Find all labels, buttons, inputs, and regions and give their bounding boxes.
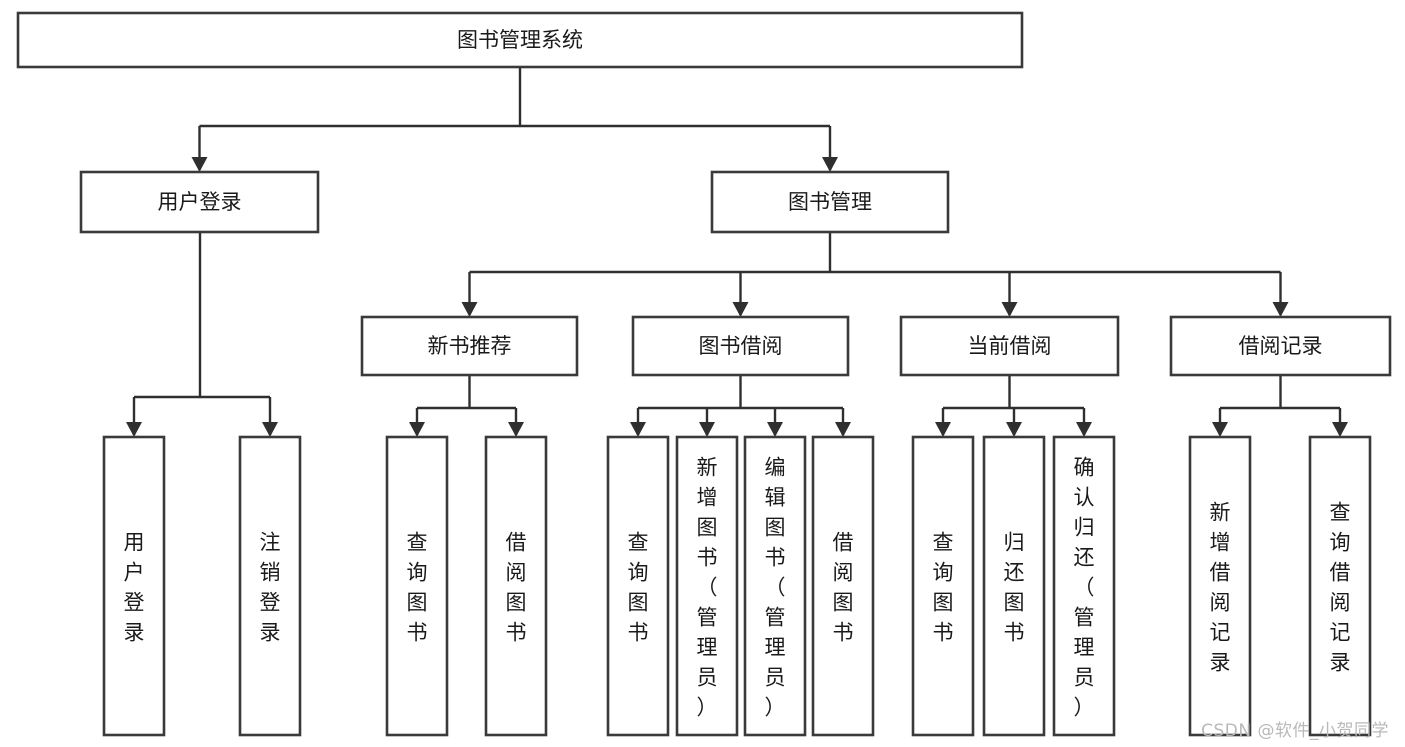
arrow-down-icon — [1001, 302, 1018, 317]
node-leaf-user-login-box — [102, 435, 166, 737]
node-leaf-add-borrow-record-label: 新增借阅记录 — [1210, 500, 1231, 674]
node-book-borrow-label: 图书借阅 — [699, 334, 783, 358]
node-borrow-record-box — [1169, 315, 1392, 377]
node-leaf-add-book-admin-label: 新增图书（管理员） — [697, 455, 718, 719]
node-current-borrow-label: 当前借阅 — [968, 334, 1052, 358]
arrow-down-icon — [822, 157, 838, 172]
node-leaf-borrow-book-label: 借阅图书 — [833, 530, 854, 644]
node-leaf-query-book-rec[interactable]: 查询图书 — [385, 435, 449, 737]
node-leaf-user-login[interactable]: 用户登录 — [102, 435, 166, 737]
node-leaf-confirm-return-admin-box — [1052, 435, 1116, 737]
node-book-manage[interactable]: 图书管理 — [710, 170, 950, 234]
node-leaf-return-book-box — [982, 435, 1046, 737]
node-borrow-record[interactable]: 借阅记录 — [1169, 315, 1392, 377]
node-leaf-add-borrow-record-box — [1188, 435, 1252, 737]
node-leaf-edit-book-admin-box — [743, 435, 807, 737]
node-leaf-return-book-label: 归还图书 — [1004, 530, 1025, 644]
node-leaf-query-book-rec-box — [385, 435, 449, 737]
node-leaf-query-book-borrow-label: 查询图书 — [628, 530, 649, 644]
node-leaf-borrow-book-rec-box — [484, 435, 548, 737]
arrow-down-icon — [1212, 422, 1228, 437]
connectors-layer — [126, 67, 1348, 437]
node-leaf-query-borrow-record-box — [1308, 435, 1372, 737]
node-leaf-logout[interactable]: 注销登录 — [238, 435, 302, 737]
node-leaf-logout-label: 注销登录 — [260, 530, 281, 644]
node-leaf-add-book-admin-box — [675, 435, 739, 737]
node-leaf-query-book-current[interactable]: 查询图书 — [911, 435, 975, 737]
node-root[interactable]: 图书管理系统 — [16, 11, 1024, 69]
node-leaf-query-book-borrow-box — [606, 435, 670, 737]
node-leaf-query-borrow-record[interactable]: 查询借阅记录 — [1308, 435, 1372, 737]
arrow-down-icon — [630, 422, 646, 437]
node-root-label: 图书管理系统 — [457, 28, 583, 52]
node-leaf-add-borrow-record[interactable]: 新增借阅记录 — [1188, 435, 1252, 737]
node-leaf-user-login-label: 用户登录 — [124, 530, 145, 644]
arrow-down-icon — [767, 422, 783, 437]
node-leaf-confirm-return-admin-label: 确认归还（管理员） — [1074, 455, 1095, 719]
node-leaf-query-book-rec-label: 查询图书 — [407, 530, 428, 644]
arrow-down-icon — [409, 422, 425, 437]
node-leaf-query-book-current-label: 查询图书 — [933, 530, 954, 644]
node-user-login-box — [79, 170, 320, 234]
arrow-down-icon — [835, 422, 851, 437]
node-leaf-borrow-book-box — [811, 435, 875, 737]
node-new-book-recommend-label: 新书推荐 — [428, 334, 512, 358]
arrow-down-icon — [262, 422, 278, 437]
node-current-borrow[interactable]: 当前借阅 — [899, 315, 1120, 377]
node-leaf-borrow-book-rec-label: 借阅图书 — [506, 530, 527, 644]
arrow-down-icon — [1272, 302, 1289, 317]
node-leaf-add-book-admin[interactable]: 新增图书（管理员） — [675, 435, 739, 737]
node-book-borrow-box — [631, 315, 850, 377]
node-leaf-edit-book-admin[interactable]: 编辑图书（管理员） — [743, 435, 807, 737]
node-leaf-edit-book-admin-label: 编辑图书（管理员） — [765, 455, 786, 719]
node-borrow-record-label: 借阅记录 — [1239, 334, 1323, 358]
arrow-down-icon — [461, 302, 478, 317]
node-leaf-query-borrow-record-label: 查询借阅记录 — [1330, 500, 1351, 674]
arrow-down-icon — [126, 422, 142, 437]
node-leaf-borrow-book-rec[interactable]: 借阅图书 — [484, 435, 548, 737]
node-leaf-query-book-current-box — [911, 435, 975, 737]
node-leaf-borrow-book[interactable]: 借阅图书 — [811, 435, 875, 737]
arrow-down-icon — [191, 157, 208, 172]
node-user-login[interactable]: 用户登录 — [79, 170, 320, 234]
node-new-book-recommend-box — [360, 315, 579, 377]
node-book-manage-label: 图书管理 — [788, 190, 872, 214]
node-user-login-label: 用户登录 — [158, 190, 242, 214]
node-root-box — [16, 11, 1024, 69]
watermark-text: CSDN @软件_小贺同学 — [1201, 721, 1389, 741]
arrow-down-icon — [508, 422, 524, 437]
arrow-down-icon — [699, 422, 715, 437]
node-new-book-recommend[interactable]: 新书推荐 — [360, 315, 579, 377]
arrow-down-icon — [1332, 422, 1348, 437]
node-leaf-confirm-return-admin[interactable]: 确认归还（管理员） — [1052, 435, 1116, 737]
node-leaf-logout-box — [238, 435, 302, 737]
node-current-borrow-box — [899, 315, 1120, 377]
arrow-down-icon — [732, 302, 749, 317]
arrow-down-icon — [1076, 422, 1092, 437]
node-book-borrow[interactable]: 图书借阅 — [631, 315, 850, 377]
nodes-layer: 图书管理系统用户登录图书管理新书推荐图书借阅当前借阅借阅记录用户登录注销登录查询… — [16, 11, 1392, 737]
node-leaf-return-book[interactable]: 归还图书 — [982, 435, 1046, 737]
node-leaf-query-book-borrow[interactable]: 查询图书 — [606, 435, 670, 737]
arrow-down-icon — [1006, 422, 1022, 437]
arrow-down-icon — [935, 422, 951, 437]
node-book-manage-box — [710, 170, 950, 234]
